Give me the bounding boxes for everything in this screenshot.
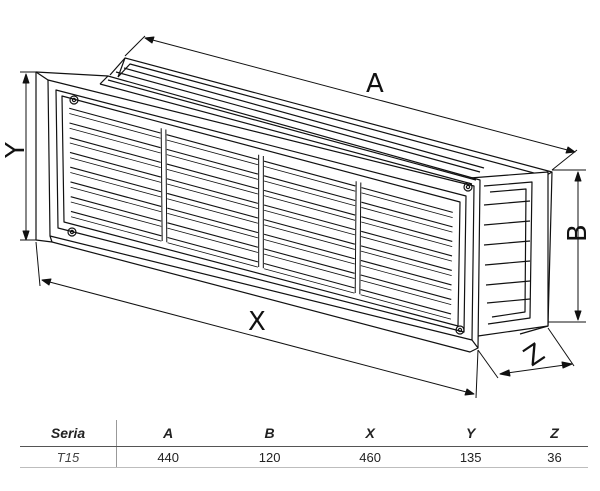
louver-slat (166, 183, 258, 209)
louver-slat (263, 233, 355, 260)
louver-slat (69, 127, 161, 154)
header-z: Z (520, 420, 588, 447)
louver-slat (166, 168, 258, 195)
louver-slat (69, 137, 161, 163)
louver-slat (69, 107, 161, 134)
louver-slat (361, 221, 453, 248)
louver-slat (360, 250, 452, 277)
cell-seria: T15 (20, 446, 117, 468)
dimensions-table: Seria A B X Y Z T15 440 120 460 135 36 (20, 420, 588, 468)
louver-slat (69, 157, 161, 183)
louver-slat (361, 236, 453, 262)
louver-divider (160, 128, 163, 242)
header-x: X (319, 420, 421, 447)
louver-slat (70, 210, 162, 237)
louver-slat (360, 259, 452, 286)
louver-slat (361, 230, 453, 257)
louver-slat (167, 236, 259, 263)
header-b: B (219, 420, 320, 447)
louver-slat (263, 189, 356, 216)
dimension-lines (20, 35, 586, 399)
louver-slat (263, 219, 355, 245)
louver-divider (359, 182, 362, 295)
louver-slat (264, 166, 356, 192)
louver-slat (361, 207, 453, 233)
louver-slat (263, 239, 355, 265)
louver-slat (264, 195, 356, 221)
louver-slat (264, 180, 356, 207)
louver-slat (360, 294, 452, 320)
header-y: Y (420, 420, 521, 447)
louver-slat (360, 289, 452, 315)
header-seria: Seria (20, 420, 117, 447)
cell-a: 440 (116, 446, 220, 468)
louver-slat (69, 151, 161, 178)
louver-slat (263, 268, 355, 294)
louver-slat (263, 262, 355, 289)
louver-slat (167, 227, 259, 253)
dimension-label-b: B (563, 224, 593, 242)
louver-slat (167, 192, 259, 219)
louver-slat (263, 204, 356, 231)
cell-z: 36 (520, 446, 588, 468)
louver-slat (70, 216, 162, 242)
louver-slat (167, 207, 259, 234)
louver-slat (263, 175, 356, 202)
louver-slat (69, 142, 161, 169)
cell-x: 460 (319, 446, 421, 468)
louver-slat (167, 222, 259, 248)
louver-slat (360, 265, 452, 291)
table-row: T15 440 120 460 135 36 (20, 446, 588, 468)
louver-slat (166, 134, 259, 160)
louver-slat (70, 196, 162, 222)
louver-slat (69, 122, 161, 149)
grille-top-ribs (99, 67, 485, 185)
louver-slat (166, 148, 259, 175)
grille-louvers (69, 107, 453, 320)
cell-y: 135 (420, 446, 521, 468)
dimension-label-y: Y (1, 142, 31, 159)
louver-slat (70, 181, 162, 207)
louver-slat (70, 166, 162, 193)
louver-slat (263, 160, 356, 187)
louver-slat (360, 279, 452, 306)
louver-slat (167, 213, 259, 239)
louver-slat (70, 172, 162, 198)
louver-slat (167, 242, 259, 268)
louver-slat (361, 216, 453, 242)
cell-b: 120 (219, 446, 320, 468)
louver-slat (166, 154, 258, 180)
louver-slat (360, 245, 452, 271)
louver-slat (263, 224, 355, 250)
louver-slat (361, 187, 453, 213)
louver-slat (263, 253, 355, 279)
grille-technical-drawing: A X Y B Z (1, 35, 593, 399)
dimension-label-x: X (248, 307, 266, 337)
louver-slat (263, 248, 355, 274)
louver-slat (360, 274, 452, 300)
louver-slat (167, 198, 259, 224)
louver-divider (354, 181, 357, 294)
louver-slat (166, 139, 258, 166)
louver-slat (166, 163, 259, 190)
louver-slat (69, 113, 161, 139)
header-a: A (116, 420, 220, 447)
dimension-label-a: A (366, 69, 384, 99)
louver-slat (70, 201, 162, 227)
louver-slat (361, 201, 453, 228)
louver-slat (166, 178, 259, 204)
louver-divider (165, 129, 168, 243)
louver-slat (264, 209, 356, 236)
louver-slat (361, 192, 453, 219)
screw-holes (67, 95, 473, 335)
louver-slat (70, 186, 162, 213)
dimensions-table-header-row: Seria A B X Y Z (20, 420, 588, 447)
